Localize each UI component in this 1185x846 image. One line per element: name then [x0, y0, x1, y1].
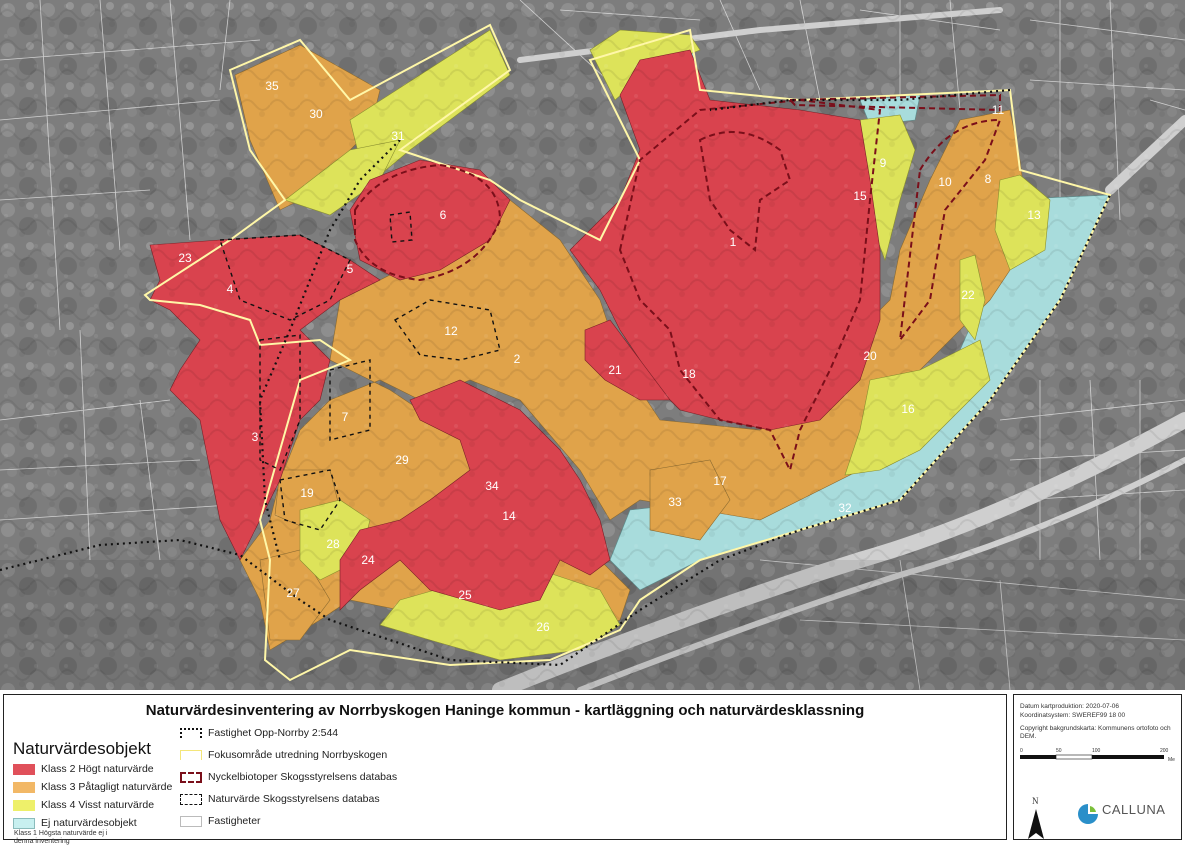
label-5: 5	[347, 262, 354, 276]
north-arrow-icon	[1028, 809, 1044, 839]
label-27: 27	[286, 586, 300, 600]
label-11: 11	[992, 103, 1005, 117]
legend-naturvarde-label: Naturvärde Skogsstyrelsens databas	[208, 793, 380, 805]
scale-tick-50: 50	[1056, 748, 1062, 754]
production-date: Datum kartproduktion: 2020-07-06	[1020, 703, 1120, 710]
legend-fastighet: Fastighet Opp-Norrby 2:544	[180, 725, 338, 741]
label-33: 33	[668, 495, 682, 509]
label-13: 13	[1027, 208, 1041, 222]
map-canvas: 1 2 3 4 5 6 7 8 9 10 11 12 13 14 15 16 1…	[0, 0, 1185, 698]
label-17: 17	[713, 474, 727, 488]
label-4: 4	[227, 282, 234, 296]
label-3: 3	[252, 430, 259, 444]
label-31: 31	[391, 129, 405, 143]
label-21: 21	[608, 363, 622, 377]
label-16: 16	[901, 402, 915, 416]
klass2-swatch	[13, 763, 35, 775]
logo-text: CALLUNA	[1102, 802, 1166, 817]
label-8: 8	[985, 172, 992, 186]
fastighet-swatch	[180, 728, 202, 738]
copyright-text: Copyright bakgrundskarta: Kommunens orto…	[1020, 725, 1171, 740]
label-12: 12	[444, 324, 458, 338]
label-22: 22	[961, 288, 975, 302]
object-labels: 1 2 3 4 5 6 7 8 9 10 11 12 13 14 15 16 1…	[178, 79, 1041, 634]
label-7: 7	[342, 410, 349, 424]
label-24: 24	[361, 553, 375, 567]
legend-klass2: Klass 2 Högt naturvärde	[13, 761, 154, 777]
label-35: 35	[265, 79, 279, 93]
label-14: 14	[502, 509, 516, 523]
fastigheter-swatch	[180, 815, 202, 827]
label-32: 32	[838, 501, 852, 515]
focus-area-outline	[143, 23, 1112, 682]
scale-tick-200: 200	[1160, 748, 1169, 754]
legend-klass3: Klass 3 Påtagligt naturvärde	[13, 779, 172, 795]
scale-tick-100: 100	[1092, 748, 1101, 754]
relief-overlay	[0, 0, 1185, 690]
klass3-swatch	[13, 781, 35, 793]
calluna-logo-icon	[1078, 804, 1098, 824]
nyckelbiotop-swatch	[180, 771, 202, 783]
legend-klass4-label: Klass 4 Visst naturvärde	[41, 799, 155, 811]
legend-fastigheter: Fastigheter	[180, 813, 261, 829]
label-2: 2	[514, 352, 521, 366]
north-label: N	[1032, 796, 1039, 806]
label-28: 28	[326, 537, 340, 551]
legend-ej: Ej naturvärdesobjekt	[13, 815, 137, 831]
scale-tick-0: 0	[1020, 748, 1023, 754]
label-26: 26	[536, 620, 550, 634]
nyckelbiotop-outlines	[354, 93, 1002, 473]
label-20: 20	[863, 349, 877, 363]
legend-fokus-label: Fokusområde utredning Norrbyskogen	[208, 749, 388, 761]
naturvarde-swatch	[180, 793, 202, 805]
legend-klass4: Klass 4 Visst naturvärde	[13, 797, 154, 813]
label-18: 18	[682, 367, 696, 381]
legend-nyckelbiotop: Nyckelbiotoper Skogsstyrelsens databas	[180, 769, 397, 785]
legend-ej-label: Ej naturvärdesobjekt	[41, 817, 137, 829]
klass1-note: Klass 1 Högsta naturvärde ej i denna inv…	[14, 830, 108, 845]
naturvarde-skogsstyrelsen-outlines	[219, 211, 501, 531]
legend-nyckelbiotop-label: Nyckelbiotoper Skogsstyrelsens databas	[208, 771, 398, 783]
label-1: 1	[730, 235, 737, 249]
map-title: Naturvärdesinventering av Norrbyskogen H…	[145, 702, 865, 719]
label-29: 29	[395, 453, 409, 467]
legend-box: Naturvärdesinventering av Norrbyskogen H…	[3, 694, 1007, 845]
label-15: 15	[853, 189, 867, 203]
label-30: 30	[309, 107, 323, 121]
fokus-swatch	[180, 750, 202, 760]
scale-bar: 0 50 100 200 Me	[1020, 748, 1175, 763]
info-box: Datum kartproduktion: 2020-07-06 Koordin…	[1013, 694, 1182, 840]
scale-unit: Me	[1168, 757, 1175, 763]
label-34: 34	[485, 479, 499, 493]
klass4-swatch	[13, 799, 35, 811]
legend-fastighet-label: Fastighet Opp-Norrby 2:544	[208, 727, 339, 739]
label-10: 10	[938, 175, 952, 189]
property-boundary	[0, 88, 1111, 667]
coordinate-system: Koordinatsystem: SWEREF99 18 00	[1020, 712, 1126, 719]
legend-heading: Naturvärdesobjekt	[13, 739, 151, 758]
label-25: 25	[458, 588, 472, 602]
legend-panel: Naturvärdesinventering av Norrbyskogen H…	[0, 690, 1185, 845]
label-23: 23	[178, 251, 192, 265]
label-6: 6	[440, 208, 447, 222]
legend-fastigheter-label: Fastigheter	[208, 815, 261, 827]
label-19: 19	[300, 486, 314, 500]
label-9: 9	[880, 156, 887, 170]
ej-swatch	[13, 817, 35, 829]
legend-naturvarde: Naturvärde Skogsstyrelsens databas	[180, 791, 380, 807]
legend-fokus: Fokusområde utredning Norrbyskogen	[180, 747, 387, 763]
legend-klass2-label: Klass 2 Högt naturvärde	[41, 763, 154, 775]
legend-klass3-label: Klass 3 Påtagligt naturvärde	[41, 781, 173, 793]
